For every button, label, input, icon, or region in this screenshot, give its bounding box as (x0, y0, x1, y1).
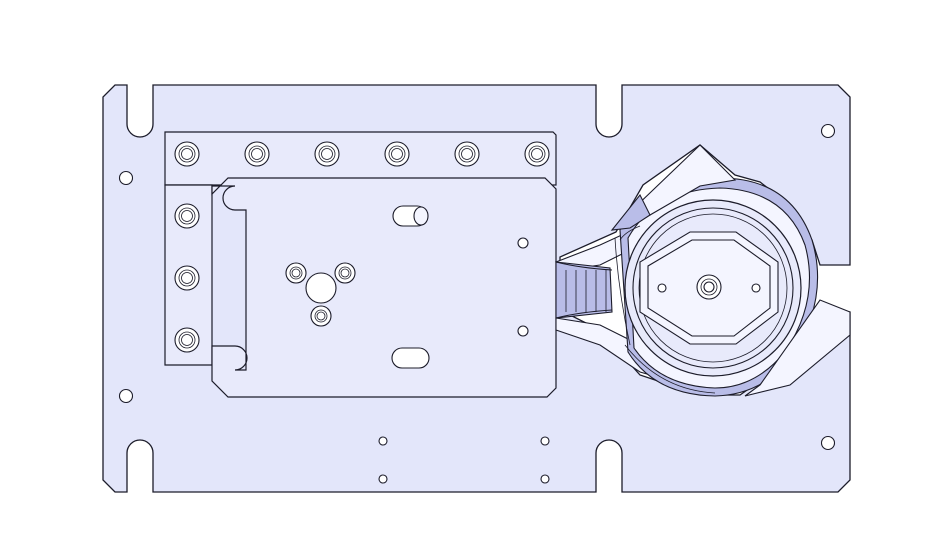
countersunk-bolt (524, 141, 550, 167)
countersunk-bolt (244, 141, 270, 167)
carrier-plate (211, 177, 557, 398)
countersunk-bolt (174, 141, 200, 167)
hub-pin-hole (657, 283, 667, 293)
countersunk-bolt (174, 203, 200, 229)
mount-hole (118, 388, 134, 404)
pin-hole (517, 237, 529, 249)
hub-pin-hole (751, 283, 761, 293)
center-hole-pattern (285, 262, 356, 327)
small-hole (540, 436, 550, 446)
mount-hole (118, 170, 134, 186)
small-hole (378, 474, 388, 484)
bolt-frame (164, 131, 557, 366)
countersunk-bolt (174, 327, 200, 353)
small-hole (540, 474, 550, 484)
mount-hole (820, 123, 836, 139)
slot-bottom (391, 347, 430, 369)
rotary-hub (610, 144, 851, 397)
mount-hole (820, 435, 836, 451)
countersunk-bolt (174, 265, 200, 291)
countersunk-bolt (384, 141, 410, 167)
small-hole (378, 436, 388, 446)
pin-hole (517, 325, 529, 337)
countersunk-bolt (454, 141, 480, 167)
countersunk-bolt (314, 141, 340, 167)
